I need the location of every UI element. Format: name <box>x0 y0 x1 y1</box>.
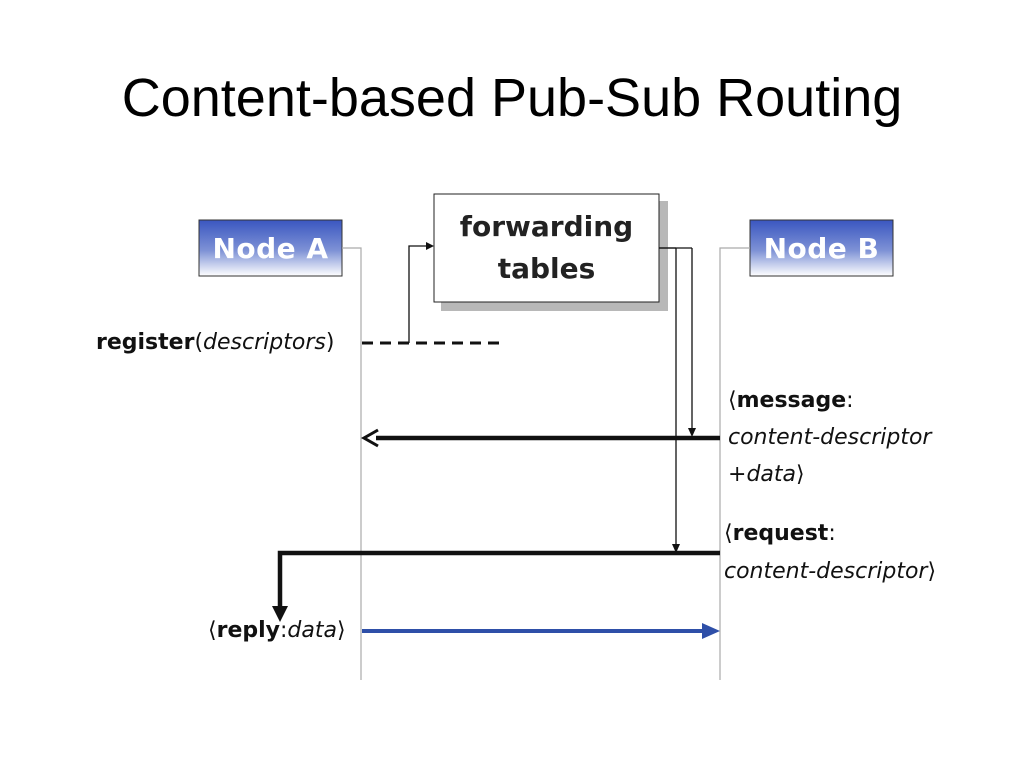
request-arrowhead <box>272 606 288 622</box>
fwd-to-message-arrowhead <box>688 428 696 437</box>
register-func: register <box>96 330 195 355</box>
message-annotation-line2: content-descriptor <box>728 420 931 456</box>
message-close-bracket: ⟩ <box>796 462 805 487</box>
forwarding-tables-line2: tables <box>497 252 596 285</box>
node-b-box <box>749 219 894 277</box>
register-annotation: register(descriptors) <box>96 325 334 361</box>
reply-colon: : <box>280 618 288 643</box>
message-annotation-line3: +data⟩ <box>728 457 805 493</box>
node-a-box <box>198 219 343 277</box>
reply-arrowhead <box>702 623 720 639</box>
forwarding-tables-line1: forwarding <box>459 210 634 243</box>
reply-keyword: reply <box>216 618 280 643</box>
node-b-label: Node B <box>763 231 880 265</box>
fwd-to-request-arrowhead <box>672 544 680 553</box>
reply-data: data <box>287 618 337 643</box>
lifeline-b <box>719 247 750 680</box>
forwarding-tables-label: forwarding tables <box>434 194 659 302</box>
request-open-bracket: ⟨ <box>724 521 733 546</box>
request-keyword: request <box>732 521 829 546</box>
register-open-paren: ( <box>194 330 204 355</box>
slide-title: Content-based Pub-Sub Routing <box>121 68 903 128</box>
register-connector <box>408 245 428 343</box>
message-colon: : <box>846 388 854 413</box>
request-close-bracket: ⟩ <box>927 559 937 584</box>
node-a-label: Node A <box>212 231 329 265</box>
message-annotation-line1: ⟨message: <box>728 383 854 419</box>
request-colon: : <box>828 521 836 546</box>
message-descriptor: content-descriptor <box>728 425 932 450</box>
register-arg: descriptors <box>203 330 326 355</box>
message-arrowhead <box>360 428 379 448</box>
reply-close-bracket: ⟩ <box>336 618 346 643</box>
message-open-bracket: ⟨ <box>728 388 737 413</box>
message-data: data <box>746 462 796 487</box>
register-close-paren: ) <box>325 330 335 355</box>
reply-open-bracket: ⟨ <box>208 618 217 643</box>
message-keyword: message <box>736 388 847 413</box>
reply-annotation: ⟨reply:data⟩ <box>208 613 346 649</box>
forwarding-tables-box <box>433 193 660 303</box>
message-plus: + <box>728 462 747 487</box>
lifeline-a <box>342 247 362 680</box>
request-descriptor: content-descriptor <box>724 559 928 584</box>
request-arrow-line <box>277 550 720 608</box>
register-connector-arrowhead <box>426 242 434 250</box>
request-annotation-line1: ⟨request: <box>724 516 836 552</box>
request-annotation-line2: content-descriptor⟩ <box>724 554 936 590</box>
